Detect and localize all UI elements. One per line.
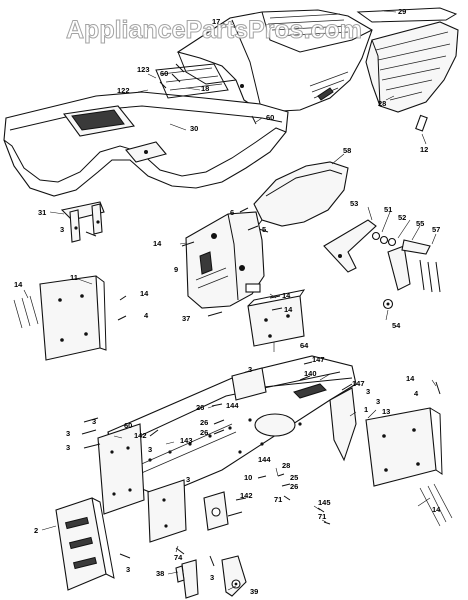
callout-48: 142 [134,431,147,440]
grille-part[interactable] [356,7,459,132]
callout-24: 14 [140,289,149,298]
callout-19: 52 [398,213,406,222]
callout-20: 55 [416,219,424,228]
heat-shield-part[interactable] [253,161,349,233]
mounting-bracket-part[interactable] [247,289,306,347]
callout-66: 3 [210,573,214,582]
callout-11: 31 [38,208,46,217]
callout-51: 3 [148,445,152,454]
callout-13: 6 [230,208,234,217]
callout-57: 3 [186,475,190,484]
callout-61: 71 [318,512,326,521]
callout-46: 60 [124,421,132,430]
callout-21: 57 [432,225,440,234]
callout-18: 51 [384,205,392,214]
callout-43: 1 [364,405,368,414]
callout-50: 3 [66,443,70,452]
callout-59: 71 [274,495,282,504]
callout-45: 3 [92,417,96,426]
callout-54: 10 [244,473,252,482]
callout-12: 3 [60,225,64,234]
callout-41: 26 [200,418,208,427]
callout-2: 123 [137,65,150,74]
callout-23: 14 [14,280,23,289]
callout-22: 11 [70,273,78,282]
callout-4: 122 [117,86,130,95]
callout-29: 64 [300,341,309,350]
callout-17: 53 [350,199,358,208]
callout-49: 143 [180,436,193,445]
callout-16: 9 [174,265,178,274]
callout-64: 74 [174,553,183,562]
callout-labels: 17 29 123 60 122 18 28 30 60 12 58 31 3 … [14,7,441,596]
callout-28: 14 [284,305,293,314]
fender-part[interactable] [3,63,289,197]
callout-31: 147 [312,355,325,364]
callout-33: 140 [304,369,317,378]
callout-26: 14 [282,291,291,300]
side-panel-right-part[interactable] [365,407,453,527]
callout-44: 13 [382,407,390,416]
callout-40: 144 [226,401,239,410]
dash-panel-part[interactable] [185,211,265,309]
callout-27: 37 [182,314,190,323]
callout-9: 12 [420,145,428,154]
callout-8: 60 [266,113,274,122]
hardware-bolts [81,63,441,567]
callout-36: 14 [406,374,415,383]
callout-56: 26 [290,482,298,491]
callout-58: 142 [240,491,253,500]
callout-55: 25 [290,473,298,482]
callout-3: 60 [160,69,168,78]
callout-7: 30 [190,124,198,133]
hood-part[interactable] [176,9,373,113]
callout-52: 144 [258,455,271,464]
callout-62: 14 [432,505,441,514]
main-frame-part[interactable] [97,355,357,543]
callout-25: 4 [144,311,149,320]
callout-10: 58 [343,146,351,155]
callout-6: 28 [378,99,386,108]
linkage-part[interactable] [323,219,441,310]
callout-30: 54 [392,321,401,330]
callout-67: 38 [156,569,164,578]
callout-1: 29 [398,7,406,16]
callout-65: 3 [126,565,130,574]
callout-39: 26 [196,403,204,412]
callout-15: 14 [153,239,162,248]
lower-bracket-part[interactable] [175,555,247,599]
callout-14: 5 [262,225,266,234]
leader-lines [23,10,437,591]
callout-42: 26 [200,428,208,437]
callout-34: 147 [352,379,365,388]
bracket-part[interactable] [60,201,105,243]
front-bumper-part[interactable] [55,497,115,591]
callout-63: 2 [34,526,38,535]
callout-35: 3 [366,387,370,396]
callout-60: 145 [318,498,331,507]
callout-32: 3 [248,365,252,374]
callout-38: 3 [376,397,380,406]
watermark-text: AppliancePartsPros.com [66,16,362,44]
callout-47: 3 [66,429,70,438]
callout-37: 4 [414,389,419,398]
side-panel-left-part[interactable] [13,275,107,361]
callout-68: 39 [250,587,258,596]
callout-0: 17 [212,17,220,26]
callout-5: 18 [201,84,209,93]
callout-53: 28 [282,461,290,470]
